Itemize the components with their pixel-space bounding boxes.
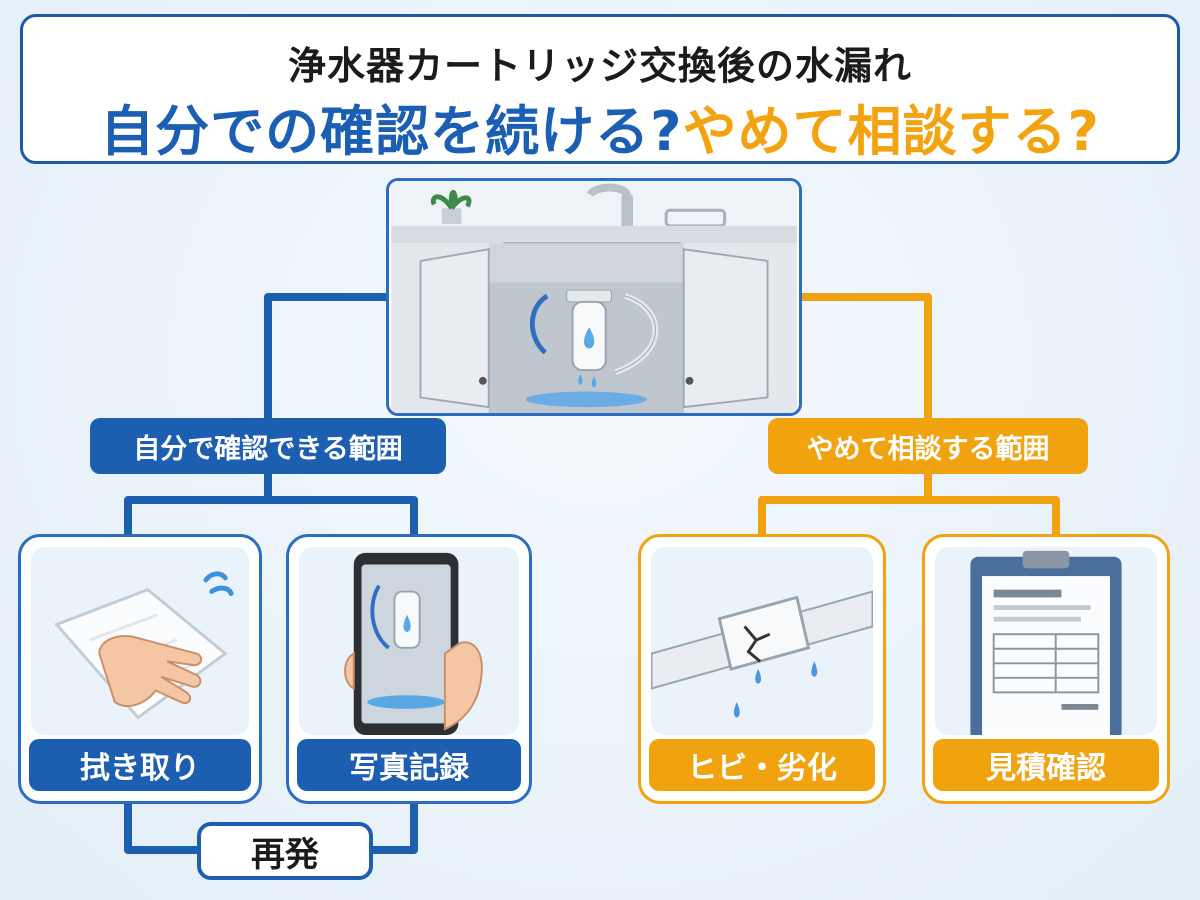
blue-connector-split	[124, 474, 272, 538]
wipe-label: 拭き取り	[29, 739, 251, 791]
card-crack-deterioration: ヒビ・劣化	[638, 534, 886, 804]
title-banner: 浄水器カートリッジ交換後の水漏れ 自分での確認を続ける?やめて相談する?	[20, 14, 1180, 164]
towel-wiping-hand-icon	[54, 571, 234, 720]
cracked-pipe-icon	[651, 590, 873, 718]
sink-cabinet-scene	[386, 178, 802, 416]
clipboard-estimate-icon	[970, 550, 1122, 735]
orange-connector-top	[802, 293, 932, 418]
recurrence-label: 再発	[197, 822, 373, 880]
question-consult: やめて相談する?	[682, 100, 1100, 163]
sink-cabinet-leak-illustration	[391, 181, 797, 413]
photo-record-label: 写真記録	[297, 739, 521, 791]
title-line-2: 自分での確認を続ける?やめて相談する?	[23, 87, 1177, 166]
orange-connector-split-right	[928, 496, 1060, 538]
card-estimate-check: 見積確認	[922, 534, 1170, 804]
blue-loop-left	[124, 800, 197, 854]
card-photo-record: 写真記録	[286, 534, 532, 804]
estimate-check-label: 見積確認	[933, 739, 1159, 791]
blue-connector-top	[264, 293, 386, 418]
orange-connector-split	[758, 474, 932, 538]
self-check-scope-label: 自分で確認できる範囲	[90, 418, 446, 474]
smartphone-photo-icon	[344, 552, 483, 735]
blue-connector-split-right	[268, 496, 418, 538]
blue-loop-right	[373, 800, 418, 854]
crack-deterioration-label: ヒビ・劣化	[649, 739, 875, 791]
card-wipe: 拭き取り	[18, 534, 262, 804]
consult-scope-label: やめて相談する範囲	[768, 418, 1088, 474]
title-line-1: 浄水器カートリッジ交換後の水漏れ	[287, 44, 912, 88]
question-self-check: 自分での確認を続ける?	[100, 100, 683, 163]
